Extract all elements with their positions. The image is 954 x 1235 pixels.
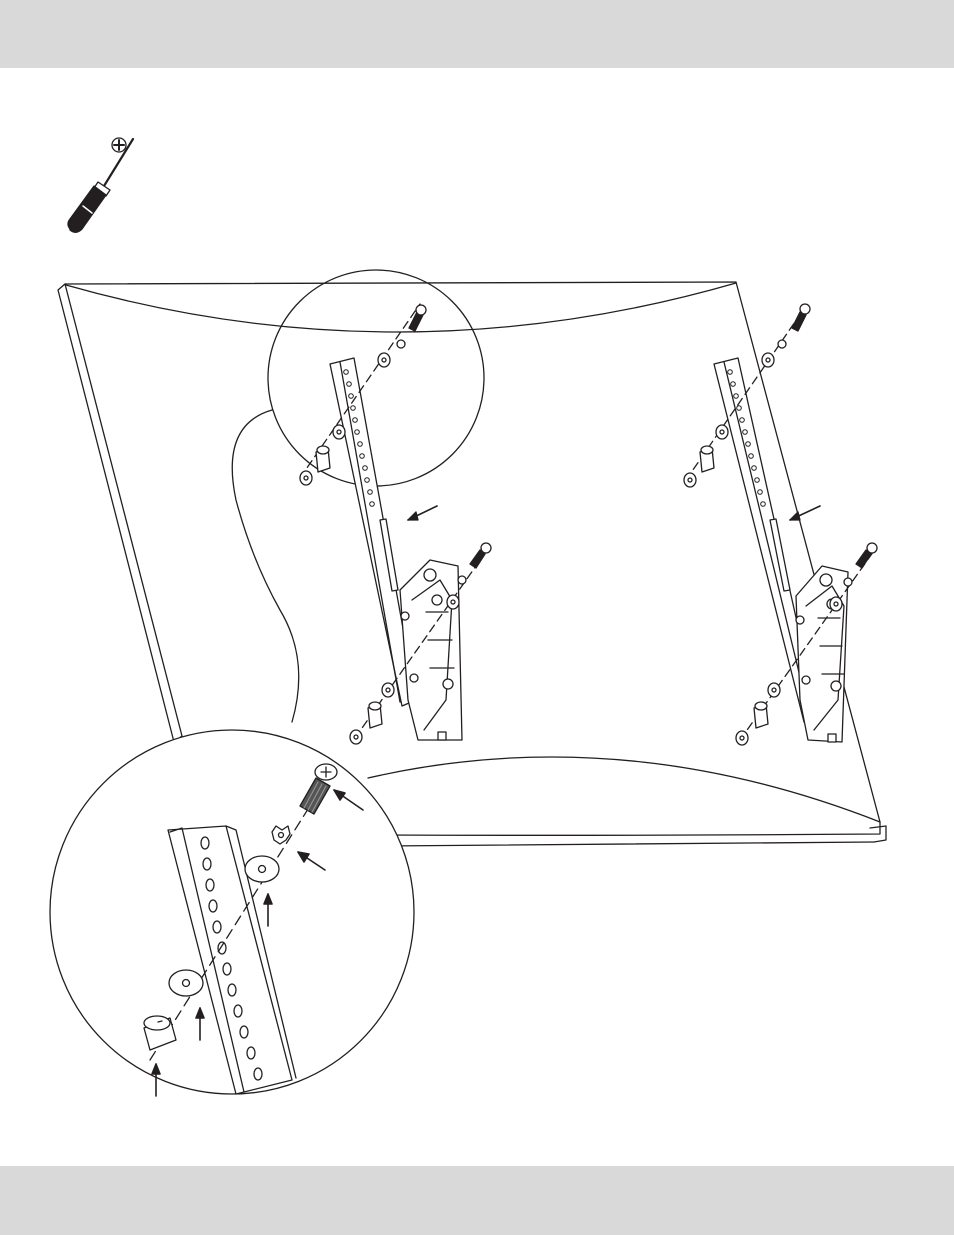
assembly-illustration [0, 68, 954, 1166]
left-mounting-bracket [300, 304, 491, 744]
footer-band [0, 1166, 954, 1235]
phillips-screwdriver-icon [68, 138, 133, 232]
magnified-hardware-detail [50, 730, 414, 1096]
washer-part [245, 856, 279, 882]
header-band [0, 0, 954, 68]
zoom-connector [232, 410, 299, 722]
washer-part-lower [169, 970, 203, 996]
zoom-circle-top [268, 270, 484, 486]
right-mounting-bracket [684, 304, 877, 745]
